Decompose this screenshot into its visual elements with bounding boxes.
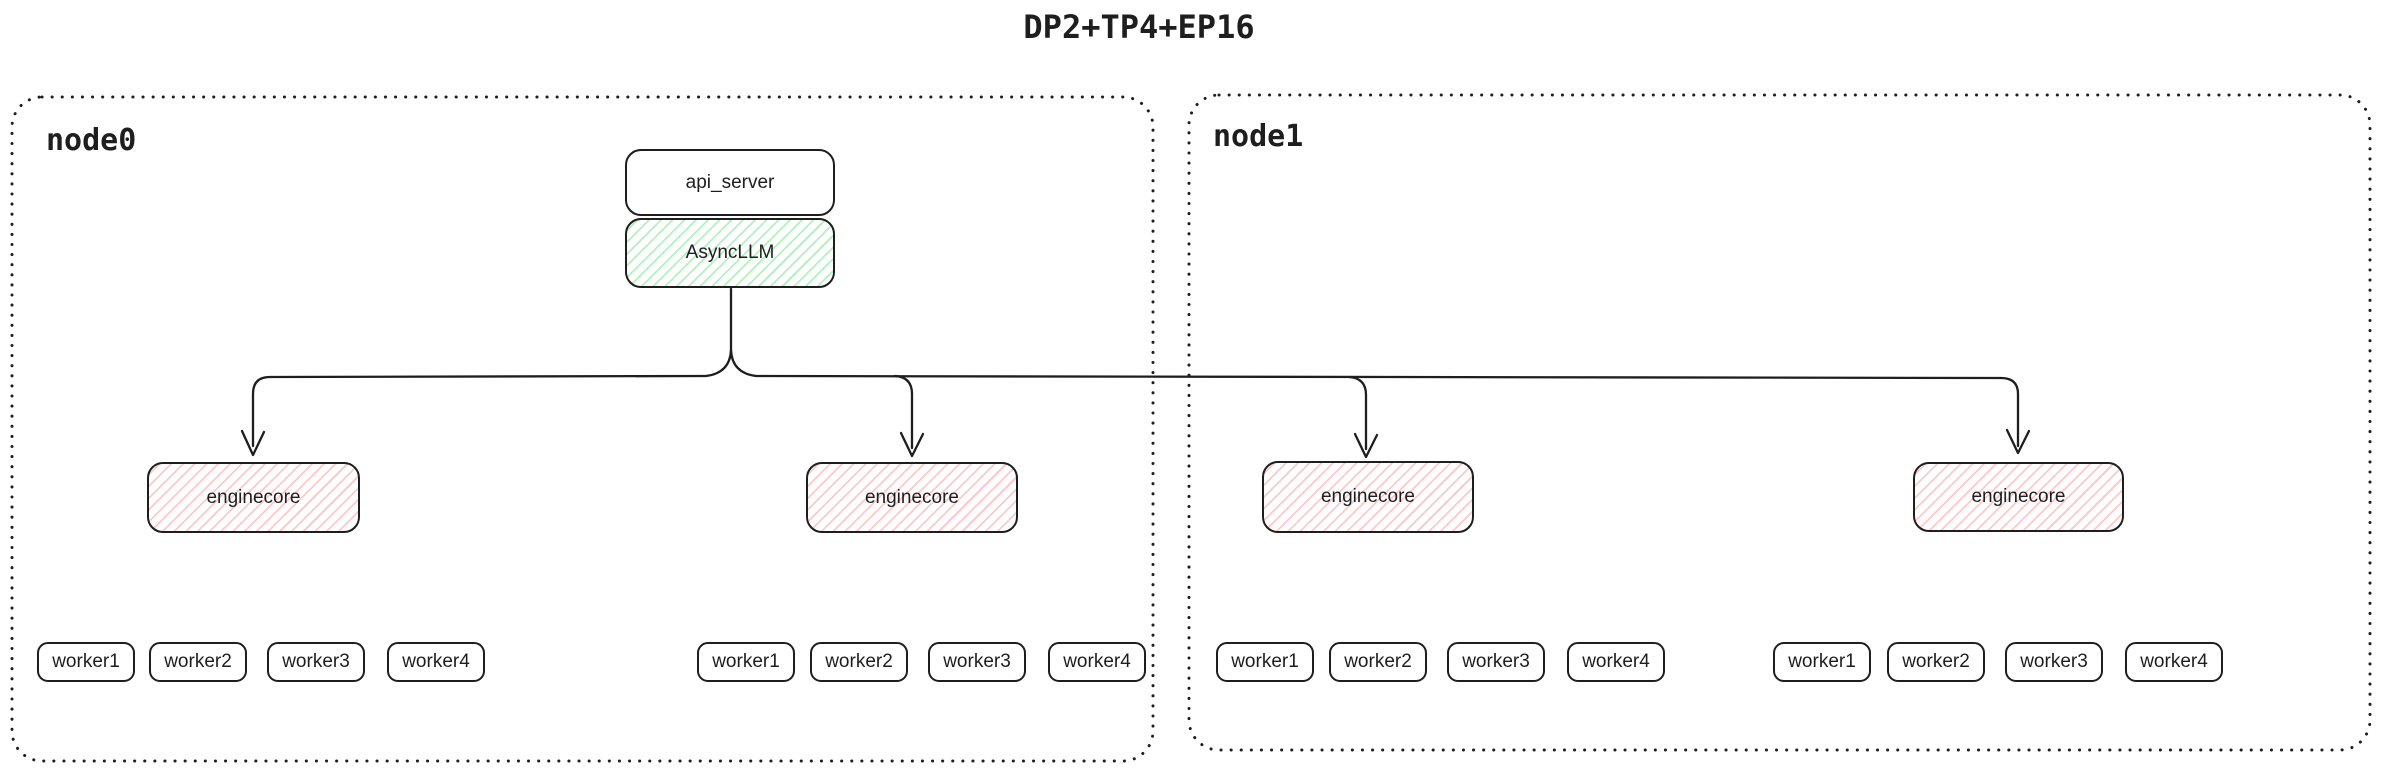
worker-box: worker1: [1773, 642, 1871, 682]
node1-container: node1 enginecore enginecore worker1 work…: [1187, 93, 2372, 752]
enginecore-box-3: enginecore: [1262, 461, 1474, 533]
enginecore-label: enginecore: [1320, 486, 1416, 507]
worker-box: worker3: [2005, 642, 2103, 682]
worker-box: worker4: [2125, 642, 2223, 682]
worker-box: worker4: [1567, 642, 1665, 682]
api-server-box: api_server: [625, 149, 835, 216]
enginecore-label: enginecore: [206, 486, 301, 508]
enginecore-box-2: enginecore: [806, 462, 1018, 533]
worker-box: worker3: [1447, 642, 1545, 682]
worker-box: worker1: [1216, 642, 1314, 682]
worker-label: worker3: [943, 651, 1011, 672]
node1-label: node1: [1213, 119, 1304, 154]
worker-label: worker2: [164, 651, 232, 672]
worker-label: worker4: [2140, 651, 2208, 672]
worker-label: worker4: [1063, 651, 1131, 672]
enginecore-label: enginecore: [1971, 486, 2066, 507]
node0-label: node0: [46, 123, 137, 158]
worker-label: worker1: [1788, 651, 1856, 672]
worker-label: worker3: [2020, 651, 2088, 672]
worker-box: worker4: [1048, 642, 1146, 682]
worker-label: worker3: [282, 651, 350, 672]
worker-box: worker1: [697, 642, 795, 682]
worker-label: worker1: [52, 651, 120, 672]
worker-box: worker4: [387, 642, 485, 682]
worker-box: worker1: [37, 642, 135, 682]
asyncllm-label: AsyncLLM: [685, 242, 775, 263]
worker-label: worker4: [402, 651, 470, 672]
worker-box: worker2: [1887, 642, 1985, 682]
worker-box: worker2: [1329, 642, 1427, 682]
node1-dotted-border: [1187, 93, 2372, 752]
enginecore-label: enginecore: [864, 486, 960, 508]
worker-label: worker2: [825, 651, 893, 672]
worker-label: worker3: [1462, 651, 1530, 672]
diagram-title: DP2+TP4+EP16: [1023, 8, 1255, 46]
worker-box: worker2: [149, 642, 247, 682]
worker-box: worker2: [810, 642, 908, 682]
worker-label: worker1: [1231, 651, 1299, 672]
worker-label: worker1: [712, 651, 780, 672]
node0-container: node0 api_server AsyncLLM enginecore eng…: [10, 95, 1155, 763]
worker-box: worker3: [928, 642, 1026, 682]
asyncllm-box: AsyncLLM: [625, 218, 835, 288]
worker-label: worker2: [1902, 651, 1970, 672]
api-server-label: api_server: [685, 171, 775, 193]
worker-box: worker3: [267, 642, 365, 682]
enginecore-box-4: enginecore: [1913, 462, 2124, 532]
worker-label: worker2: [1344, 651, 1412, 672]
worker-label: worker4: [1582, 651, 1650, 672]
enginecore-box-1: enginecore: [147, 462, 360, 533]
